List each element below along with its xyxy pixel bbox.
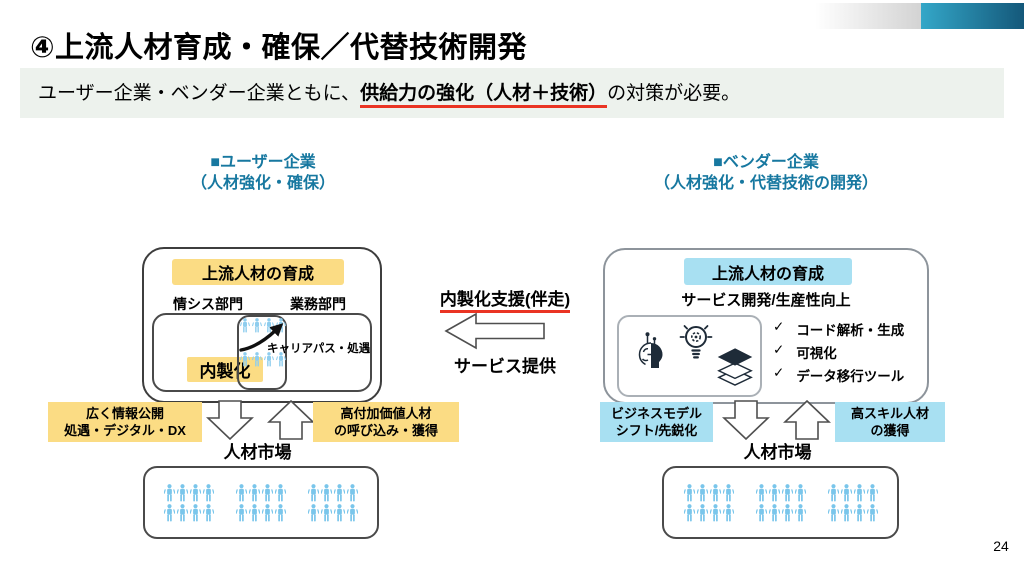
ai-brain-icon [638,332,663,368]
people-group [308,483,358,522]
people-group [827,483,878,522]
insourcing-support-text: 内製化支援(伴走) [439,290,571,313]
people-group [164,483,214,522]
people-group [236,483,286,522]
ai-tools-panel [617,315,762,397]
vendor-talent-market-box [662,466,899,539]
key-message-banner: ユーザー企業・ベンダー企業ともに、供給力の強化（人材＋技術）の対策が必要。 [20,68,1004,118]
people-group [240,352,286,367]
checklist-item: ✓ 可視化 [773,342,904,362]
user-development-title: 上流人材の育成 [172,259,344,285]
user-market-left-line2: 処遇・デジタル・DX [64,423,186,438]
checklist-item-label: 可視化 [796,346,837,361]
dept-business-label: 業務部門 [290,296,346,312]
people-group [755,483,806,522]
user-market-right-line1: 高付加価値人材 [340,406,432,421]
banner-suffix: の対策が必要。 [607,83,741,104]
checklist-item-label: コード解析・生成 [796,323,905,338]
user-market-label: 人材市場 [223,443,292,462]
vendor-development-title: 上流人材の育成 [684,258,852,285]
vendor-up-arrow [783,400,831,440]
service-provided-label: サービス提供 [454,357,556,376]
vendor-company-header-line2: （人材強化・代替技術の開発） [653,175,878,192]
career-path-label: キャリアパス・処遇 [267,343,371,355]
service-flow-arrow [444,312,545,350]
dept-it-label: 情シス部門 [173,296,243,312]
user-company-header-line1: ■ユーザー企業 [210,154,316,171]
vendor-company-header-line1: ■ベンダー企業 [713,154,819,171]
user-down-arrow [206,400,254,440]
career-path-arrow [239,323,284,352]
banner-highlight: 供給力の強化（人材＋技術） [360,83,608,108]
header-accent-bar-gray [815,3,921,29]
banner-prefix: ユーザー企業・ベンダー企業ともに、 [38,83,361,104]
career-people-bottom [240,352,286,367]
idea-bulb-icon [679,325,713,359]
page-title: ④上流人材育成・確保／代替技術開発 [30,32,528,64]
ai-tools-checklist: ✓ コード解析・生成 ✓ 可視化 ✓ データ移行ツール [773,319,904,385]
check-icon: ✓ [773,365,785,380]
checklist-item: ✓ コード解析・生成 [773,319,904,339]
vendor-subtitle: サービス開発/生産性向上 [681,292,851,309]
user-company-header: ■ユーザー企業 （人材強化・確保） [148,152,378,194]
layers-icon [717,348,753,386]
people-group [683,483,734,522]
checklist-item-label: データ移行ツール [796,369,905,384]
user-talent-market-box [143,466,379,539]
user-market-right-tag: 高付加価値人材 の呼び込み・獲得 [313,402,459,442]
user-up-arrow [267,400,315,440]
vendor-market-right-tag: 高スキル人材 の獲得 [835,402,945,442]
page-number: 24 [993,538,1009,554]
check-icon: ✓ [773,319,785,334]
check-icon: ✓ [773,342,785,357]
vendor-market-left-line2: シフト/先鋭化 [615,423,698,438]
vendor-down-arrow [722,400,770,440]
vendor-market-right-line2: の獲得 [870,423,910,438]
user-company-header-line2: （人材強化・確保） [190,175,335,192]
career-bridge-rect [237,315,287,390]
user-market-right-line2: の呼び込み・獲得 [333,423,438,438]
user-depts-rect [152,313,372,392]
vendor-market-left-line1: ビジネスモデル [610,406,702,421]
user-market-left-tag: 広く情報公開 処遇・デジタル・DX [48,402,202,442]
insourcing-support-label: 内製化支援(伴走) [430,285,580,313]
vendor-market-right-line1: 高スキル人材 [850,406,929,421]
header-accent-bar-teal [921,3,1024,29]
vendor-market-left-tag: ビジネスモデル シフト/先鋭化 [600,402,713,442]
vendor-market-label: 人材市場 [743,443,812,462]
checklist-item: ✓ データ移行ツール [773,365,904,385]
user-market-left-line1: 広く情報公開 [85,406,164,421]
vendor-company-header: ■ベンダー企業 （人材強化・代替技術の開発） [620,152,912,194]
